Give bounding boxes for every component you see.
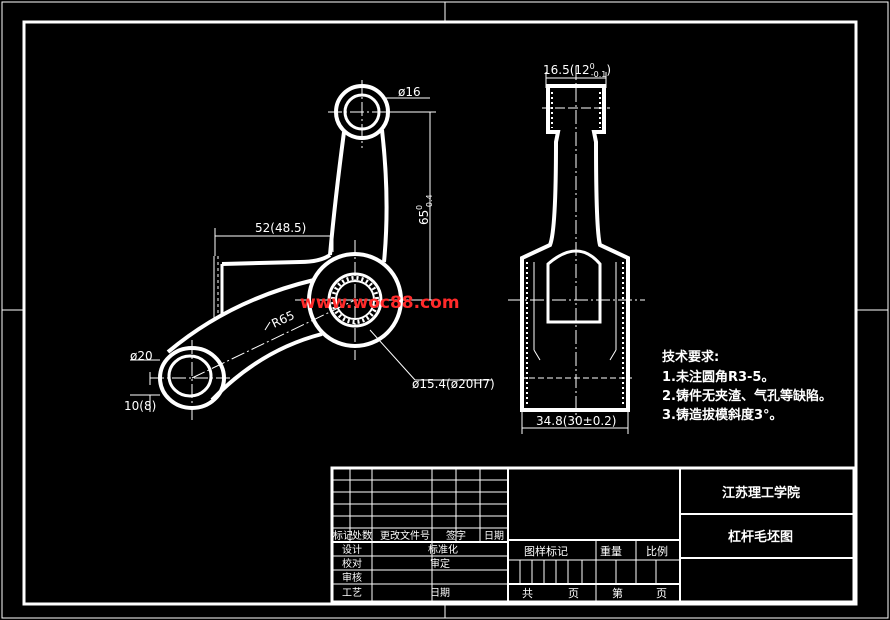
dim-10: 10(8) (124, 399, 156, 413)
dim-d16: ø16 (398, 85, 421, 99)
label-total: 共 (522, 587, 533, 600)
dim-bottom-width: 34.8(30±0.2) (536, 414, 617, 428)
dim-d20: ø20 (130, 349, 153, 363)
label-review: 审定 (430, 557, 450, 570)
header-change-doc: 更改文件号 (380, 529, 430, 542)
dim-65-group: 65 0 -0.4 (415, 194, 434, 225)
label-no: 第 (612, 586, 623, 600)
side-inner-lines (508, 66, 645, 434)
header-mark: 标记 (333, 530, 353, 542)
side-hatch (526, 92, 624, 405)
drawing-name: 杠杆毛坯图 (728, 529, 793, 545)
dim-52: 52(48.5) (255, 221, 306, 235)
dimension-lines-left (130, 97, 492, 412)
rib-hatch (213, 256, 219, 318)
dim-top-width: 16.5(120-0.1) (543, 62, 611, 79)
header-date: 日期 (484, 530, 504, 542)
school-name: 江苏理工学院 (722, 485, 800, 501)
label-date: 日期 (430, 587, 450, 599)
label-page-2: 页 (656, 587, 667, 600)
lever-front-view (158, 84, 403, 410)
label-standard: 标准化 (428, 543, 458, 556)
label-weight: 重量 (600, 544, 622, 558)
note-item-2: 2.铸件无夹渣、气孔等缺陷。 (662, 388, 832, 404)
dim-65-tol-low: -0.4 (425, 194, 434, 210)
notes-title: 技术要求: (662, 349, 719, 365)
dim-65: 65 (417, 210, 431, 225)
bore-hatch (331, 276, 379, 324)
label-design: 设计 (342, 543, 362, 556)
label-check: 校对 (342, 557, 362, 570)
label-scale: 比例 (646, 544, 668, 558)
dim-r65: R65 (269, 308, 296, 331)
label-page-1: 页 (568, 587, 579, 600)
header-sign: 签字 (446, 529, 466, 542)
title-block-grid (330, 466, 856, 604)
lever-side-view (520, 84, 630, 412)
header-count: 处数 (352, 529, 372, 542)
note-item-1: 1.未注圆角R3-5。 (662, 369, 774, 385)
dim-65-tol-up: 0 (415, 205, 424, 210)
label-audit: 审核 (342, 571, 362, 584)
dim-d15: ø15.4(ø20H7) (412, 377, 495, 391)
watermark: www.woc88.com (300, 293, 460, 313)
inner-border (22, 20, 858, 606)
label-stage-mark: 图样标记 (524, 544, 568, 558)
label-process: 工艺 (342, 587, 362, 599)
note-item-3: 3.铸造拔模斜度3°。 (662, 407, 783, 423)
center-lines-left (150, 80, 425, 420)
